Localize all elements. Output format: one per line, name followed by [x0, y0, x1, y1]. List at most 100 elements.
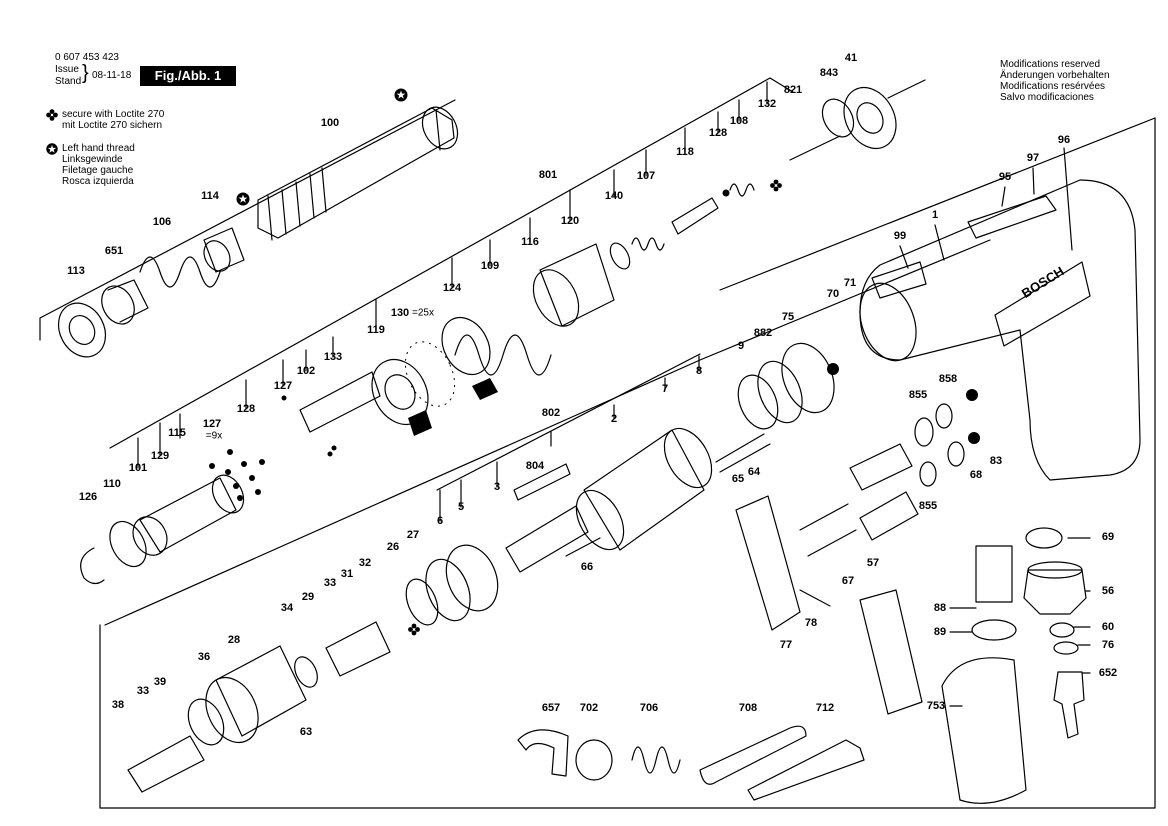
part-108-spring [729, 183, 755, 197]
part-label-68: 68 [969, 469, 983, 481]
part-label-802: 802 [541, 407, 561, 419]
part-label-32: 32 [358, 557, 372, 569]
part-113-nut [57, 302, 107, 358]
figure-label: Fig./Abb. 1 [140, 66, 236, 86]
part-label-34: 34 [280, 602, 294, 614]
part-89-seal [971, 619, 1017, 641]
part-label-78: 78 [804, 617, 818, 629]
part-114-sleeve [203, 227, 245, 273]
leader-ladder-lower [436, 353, 701, 522]
part-label-69: 69 [1101, 531, 1115, 543]
part-69-oring [1025, 527, 1063, 549]
part-label-132: 132 [757, 98, 777, 110]
part-6-plate [425, 558, 471, 622]
part-76-oring [1053, 641, 1079, 655]
notice-de: Änderungen vorbehalten [1000, 70, 1110, 81]
part-88-filter [975, 545, 1013, 603]
part-label-706: 706 [639, 702, 659, 714]
part-657-shell [517, 729, 569, 777]
part-label-65: 65 [731, 473, 745, 485]
part-34-ring [294, 656, 318, 688]
part-label-127: 127 [202, 418, 222, 430]
part-label-39: 39 [153, 676, 167, 688]
part-label-88: 88 [933, 602, 947, 614]
part-label-102: 102 [296, 365, 316, 377]
part-57-valve [859, 491, 919, 541]
part-label-127: 127 [273, 380, 293, 392]
part-110-ring [109, 520, 147, 568]
issue-label: Issue [55, 64, 79, 75]
part-label-5: 5 [457, 501, 465, 513]
part-9-disc [737, 374, 779, 430]
part-label-83: 83 [989, 455, 1003, 467]
part-label-651: 651 [104, 245, 124, 257]
part-753-silencer [941, 657, 1027, 804]
part-label-110: 110 [103, 478, 121, 490]
part-702-sleeve [575, 739, 613, 781]
part-60-screen [1049, 622, 1075, 638]
part-label-712: 712 [815, 702, 835, 714]
part-36-bearing [187, 698, 225, 746]
part-label-843: 843 [819, 67, 839, 79]
part-label-33: 33 [136, 685, 150, 697]
part-120-cylinder [539, 243, 615, 327]
part-label-75: 75 [781, 311, 795, 323]
part-label-76: 76 [1101, 639, 1115, 651]
part-label-855: 855 [918, 500, 938, 512]
part-label-140: 140 [604, 190, 624, 202]
part-106-spring [139, 256, 221, 288]
part-label-855: 855 [908, 389, 928, 401]
part-5-bearing [445, 544, 499, 612]
notice-es: Salvo modificaciones [1000, 92, 1094, 103]
part-rotor-housing [257, 107, 455, 241]
frame-upper [39, 79, 1156, 626]
legend-loctite-en: secure with Loctite 270 [62, 109, 165, 120]
part-label-120: 120 [560, 215, 580, 227]
part-label-114: 114 [201, 190, 219, 202]
part-27-disc [405, 578, 439, 626]
part-label-118: 118 [676, 146, 694, 158]
part-804-vane [513, 463, 571, 501]
loctite-icon [46, 109, 58, 121]
part-label-89: 89 [933, 626, 947, 638]
brand-plate [994, 261, 1091, 347]
part-75-rotor-plate [781, 342, 835, 414]
part-label-128: 128 [236, 403, 256, 415]
part-652-nipple [1053, 671, 1085, 739]
part-label-128: 128 [708, 127, 728, 139]
leader-ladder-upper [109, 77, 794, 469]
part-label-804: 804 [525, 460, 545, 472]
part-2-cylinder [583, 429, 705, 551]
part-label-113: 113 [67, 265, 85, 277]
part-29-carrier [325, 621, 391, 677]
notice-en: Modifications reserved [1000, 59, 1101, 70]
legend-left-thread-en: Left hand thread [62, 143, 135, 154]
part-label-702: 702 [579, 702, 599, 714]
part-label-6: 6 [436, 515, 444, 527]
part-label-97: 97 [1026, 152, 1040, 164]
part-label-115: 115 [168, 427, 186, 439]
part-855-valve [849, 443, 913, 491]
part-130-balls [404, 341, 456, 407]
part-label-652: 652 [1098, 667, 1118, 679]
part-label-106: 106 [152, 216, 172, 228]
part-label-63: 63 [299, 726, 313, 738]
part-label-100: 100 [320, 117, 340, 129]
part-label-129: 129 [150, 450, 170, 462]
part-label-31: 31 [340, 568, 354, 580]
quantity-label: =25x [412, 307, 434, 319]
part-label-858: 858 [938, 373, 958, 385]
part-label-821: 821 [783, 84, 803, 96]
part-860-cover [859, 589, 923, 715]
part-label-95: 95 [998, 171, 1012, 183]
quantity-label: =9x [205, 430, 223, 442]
part-label-133: 133 [323, 351, 343, 363]
part-label-71: 71 [843, 277, 857, 289]
brace-glyph: } [82, 62, 89, 84]
part-label-77: 77 [779, 639, 793, 651]
part-56-fitting [1023, 569, 1087, 615]
part-882-ring [757, 360, 803, 424]
part-712-hexkey [747, 739, 865, 801]
part-67-pin [799, 503, 857, 557]
